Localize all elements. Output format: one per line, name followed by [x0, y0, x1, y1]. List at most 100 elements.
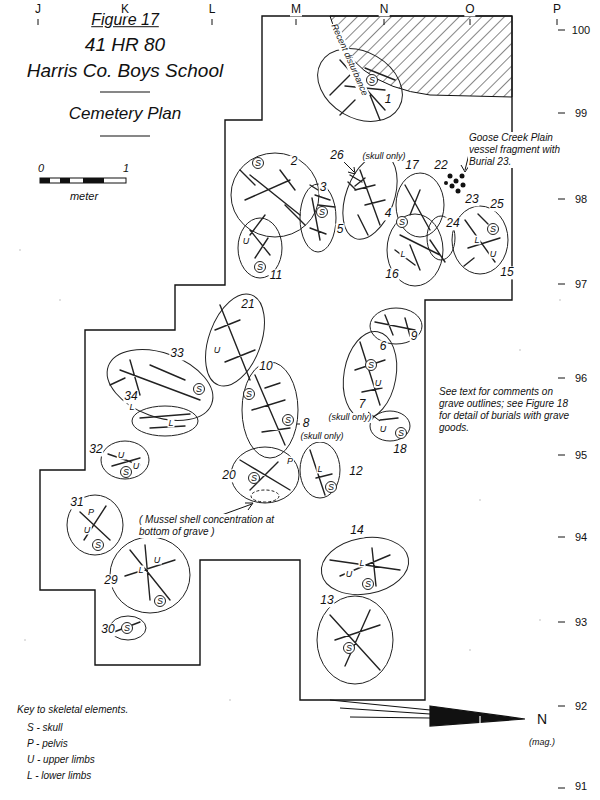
annotation: (mag.) [528, 738, 556, 748]
burial-number: 26 [329, 149, 344, 162]
skeletal-element-letter: U [242, 237, 251, 246]
skeletal-element-letter: S [248, 472, 260, 484]
grid-column-letter: P [552, 3, 562, 16]
key-entry: P - pelvis [26, 738, 69, 749]
burial-number: 2 [290, 155, 299, 168]
skeletal-element-letter: U [117, 451, 126, 460]
skeletal-element-letter: S [282, 414, 294, 426]
skeletal-element-letter: S [362, 578, 374, 590]
grid-column-letter: O [464, 3, 475, 16]
skeletal-element-letter: S [254, 261, 266, 273]
title-line: 41 HR 80 [84, 35, 166, 56]
grid-column-letter: J [34, 3, 42, 16]
grave-outlines [67, 34, 508, 684]
scale-bar [40, 178, 126, 183]
note-text: Goose Creek Plain vessel fragment with B… [468, 132, 582, 168]
burial-number: 9 [410, 330, 419, 343]
burial-number: 11 [269, 269, 283, 282]
skeletal-element-letter: S [487, 223, 499, 235]
skeletal-element-letter: P [87, 508, 95, 517]
skeletal-element-letter: S [154, 595, 166, 607]
burial-number: 12 [348, 465, 363, 478]
burial-number: 8 [302, 417, 311, 430]
skeletal-element-letter: L [128, 403, 135, 412]
burial-number: 15 [499, 266, 514, 279]
grid-row-number: 97 [574, 278, 588, 290]
skeletal-element-letter: L [167, 419, 174, 428]
vessel-fragment [444, 174, 466, 194]
burial-number: 29 [103, 574, 118, 587]
skeletal-element-letter: L [399, 250, 406, 259]
burial-number: 25 [489, 198, 504, 211]
skeletal-element-letter: S [316, 206, 328, 218]
note-text: ( Mussel shell concentration at bottom o… [138, 514, 292, 538]
skeletal-element-letter: S [396, 216, 408, 228]
grid-column-letter: M [290, 3, 302, 16]
grid-column-letter: L [208, 3, 217, 16]
key-entry: S - skull [26, 722, 64, 733]
burial-number: 7 [358, 398, 367, 411]
burial-number: 18 [392, 443, 407, 456]
scale-label: 1 [122, 162, 130, 174]
skeletal-element-letter: L [473, 236, 480, 245]
burial-number: 30 [100, 623, 115, 636]
skeletal-element-letter: S [366, 74, 378, 86]
title-line: Cemetery Plan [68, 105, 182, 124]
grid-row-number: 93 [574, 616, 588, 628]
grid-column-letter: K [120, 3, 130, 16]
key-entry: L - lower limbs [26, 770, 92, 781]
grid-row-number: 92 [574, 700, 588, 712]
excavation-outline [40, 16, 512, 700]
burial-number: 32 [88, 443, 103, 456]
burial-number: 23 [464, 193, 479, 206]
leader-lines [208, 150, 470, 520]
skeletal-element-letter: U [345, 570, 354, 579]
skeletal-element-letter: U [213, 346, 222, 355]
grid-row-number: 94 [574, 531, 588, 543]
skeletal-element-letter: S [343, 642, 355, 654]
burial-number: 17 [404, 159, 419, 172]
grid-row-number: 100 [571, 24, 591, 36]
burial-number: 31 [69, 496, 84, 509]
skeletal-element-letter: S [120, 466, 132, 478]
annotation: (skull only) [327, 413, 372, 423]
skeletal-element-letter: U [379, 425, 388, 434]
skeletal-element-letter: P [286, 457, 294, 466]
skeletal-element-letter: L [137, 566, 144, 575]
burial-number: 6 [379, 340, 388, 353]
burial-number: 10 [258, 360, 273, 373]
burial-number: 13 [319, 594, 334, 607]
key-entry: Key to skeletal elements. [16, 704, 129, 715]
grid-row-number: 95 [574, 449, 588, 461]
scale-label: meter [69, 190, 99, 202]
burial-number: 20 [221, 469, 236, 482]
note-text: See text for comments on grave outlines;… [438, 386, 580, 434]
skeletal-element-letter: U [83, 526, 92, 535]
scale-label: 0 [37, 162, 45, 174]
burial-number: 24 [445, 217, 460, 230]
north-label: N [536, 712, 548, 727]
grid-column-letter: N [379, 3, 390, 16]
annotation: (skull only) [361, 152, 406, 162]
title-line: Harris Co. Boys School [26, 61, 224, 82]
grid-row-number: 99 [574, 107, 588, 119]
grid-row-number: 98 [574, 193, 588, 205]
skeletal-element-letter: S [325, 481, 337, 493]
skeletal-element-letter: S [252, 157, 264, 169]
skeletal-element-letter: S [121, 622, 133, 634]
grid-row-number: 96 [574, 372, 588, 384]
skeletal-element-letter: L [358, 559, 365, 568]
grid-row-number: 91 [574, 780, 588, 792]
skeletal-remains [80, 60, 500, 670]
burial-number: 21 [240, 298, 255, 311]
burial-number: 3 [319, 181, 328, 194]
skeletal-element-letter: U [132, 462, 141, 471]
burial-number: 5 [336, 223, 345, 236]
annotation: (skull only) [299, 432, 344, 442]
burial-number: 1 [384, 93, 393, 106]
skeletal-element-letter: S [92, 539, 104, 551]
burial-number: 22 [433, 159, 448, 172]
skeletal-element-letter: S [243, 388, 255, 400]
skeletal-element-letter: U [374, 379, 383, 388]
